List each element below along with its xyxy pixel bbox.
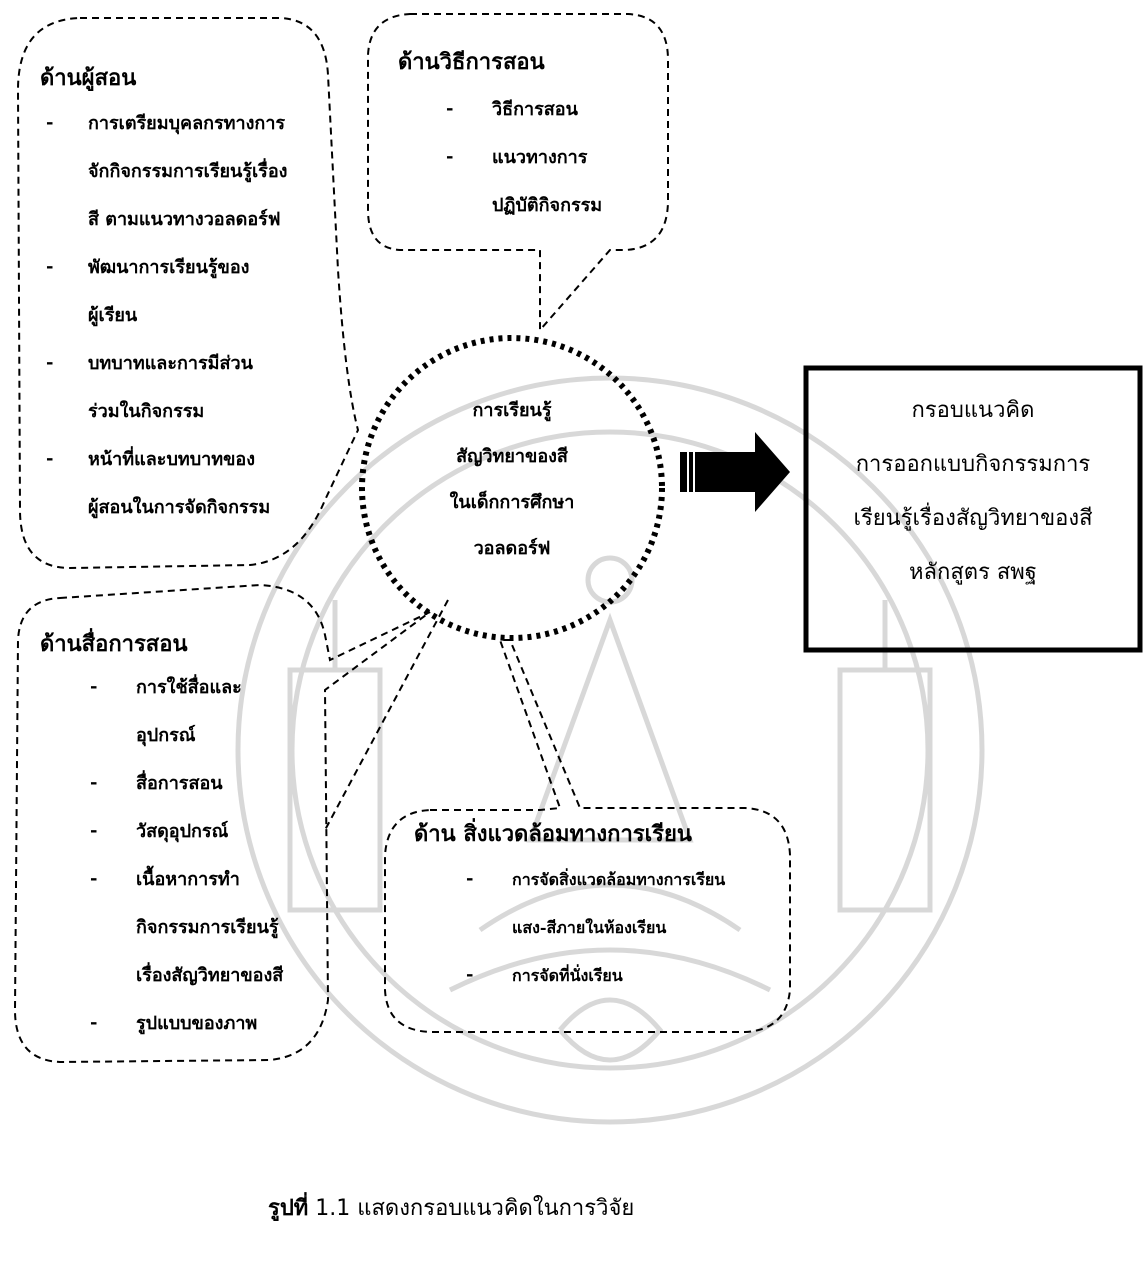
method-item-line: แนวทางการ [492, 147, 588, 168]
media-heading: ด้านสื่อการสอน [40, 631, 188, 657]
center-line: วอลดอร์ฟ [473, 538, 551, 559]
framework-line: หลักสูตร สพฐ [909, 560, 1037, 585]
framework-line: การออกแบบกิจกรรมการ [855, 452, 1091, 477]
bullet: - [46, 448, 54, 469]
teacher-list: - การเตรียมบุคลกรทางการ จักกิจกรรมการเรี… [40, 100, 287, 532]
bullet: - [466, 868, 474, 889]
center-line: ในเด็กการศึกษา [449, 492, 575, 513]
media-connector [324, 599, 449, 831]
media-item: - วัสดุอุปกรณ์ [84, 808, 283, 856]
teacher-item-line: สี ตามแนวทางวอลดอร์ฟ [88, 209, 281, 230]
bullet: - [466, 964, 474, 985]
teacher-item-line: การเตรียมบุคลกรทางการ [88, 113, 286, 134]
teacher-item-line: พัฒนาการเรียนรู้ของ [88, 257, 250, 278]
method-item: - แนวทางการ ปฏิบัติกิจกรรม [440, 134, 602, 230]
caption-label: รูปที่ [268, 1196, 309, 1221]
caption-text: แสดงกรอบแนวคิดในการวิจัย [357, 1196, 635, 1221]
method-bubble-outline [367, 13, 669, 333]
media-item: - เนื้อหาการทำ กิจกรรมการเรียนรู้ เรื่อง… [84, 856, 283, 1000]
arrow-right-icon [680, 432, 790, 512]
bullet: - [90, 820, 98, 841]
environment-item: - การจัดที่นั่งเรียน [456, 952, 725, 1000]
media-item: - สื่อการสอน [84, 760, 283, 808]
framework-box-outline [803, 365, 1143, 653]
method-item: - วิธีการสอน [440, 86, 602, 134]
media-item-line: สื่อการสอน [136, 773, 223, 794]
environment-item-line: แสง-สีภายในห้องเรียน [512, 918, 667, 937]
method-item-line: ปฏิบัติกิจกรรม [492, 195, 603, 216]
bullet: - [46, 112, 54, 133]
media-bubble-outline [13, 583, 431, 1064]
framework-box: กรอบแนวคิด การออกแบบกิจกรรมการ เรียนรู้เ… [808, 384, 1138, 600]
teacher-item-line: ร่วมในกิจกรรม [88, 401, 205, 422]
center-concept: การเรียนรู้ สัญวิทยาของสี ในเด็กการศึกษา… [392, 388, 632, 572]
environment-heading: ด้าน สิ่งแวดล้อมทางการเรียน [414, 821, 692, 847]
media-item: - รูปแบบของภาพ [84, 1000, 283, 1048]
environment-item-line: การจัดที่นั่งเรียน [512, 966, 623, 985]
media-list: - การใช้สื่อและ อุปกรณ์ - สื่อการสอน - ว… [84, 664, 283, 1048]
media-item-line: รูปแบบของภาพ [136, 1013, 258, 1034]
center-circle-outline [359, 335, 665, 641]
teacher-item: - พัฒนาการเรียนรู้ของ ผู้เรียน [40, 244, 287, 340]
teacher-item-line: ผู้เรียน [88, 305, 138, 326]
environment-list: - การจัดสิ่งแวดล้อมทางการเรียน แสง-สีภาย… [456, 856, 725, 1000]
center-line: สัญวิทยาของสี [456, 446, 568, 467]
method-list: - วิธีการสอน - แนวทางการ ปฏิบัติกิจกรรม [440, 86, 602, 230]
teacher-item-line: ผู้สอนในการจัดกิจกรรม [88, 497, 271, 518]
teacher-heading: ด้านผู้สอน [40, 65, 137, 91]
media-item-line: วัสดุอุปกรณ์ [136, 821, 229, 842]
framework-line: กรอบแนวคิด [911, 398, 1035, 423]
bullet: - [46, 256, 54, 277]
figure-caption: รูปที่ 1.1 แสดงกรอบแนวคิดในการวิจัย [268, 1190, 634, 1225]
environment-bubble-outline [384, 639, 791, 1033]
caption-number: 1.1 [315, 1196, 351, 1221]
bullet: - [446, 146, 454, 167]
environment-item: - การจัดสิ่งแวดล้อมทางการเรียน แสง-สีภาย… [456, 856, 725, 952]
media-item-line: การใช้สื่อและ [136, 677, 242, 698]
teacher-item-line: หน้าที่และบทบาทของ [88, 449, 256, 470]
bullet: - [90, 1012, 98, 1033]
media-item-line: เนื้อหาการทำ [136, 869, 240, 890]
environment-item-line: การจัดสิ่งแวดล้อมทางการเรียน [512, 870, 726, 889]
center-line: การเรียนรู้ [472, 400, 552, 421]
media-item-line: เรื่องสัญวิทยาของสี [136, 965, 284, 986]
teacher-item-line: บทบาทและการมีส่วน [88, 353, 253, 374]
framework-line: เรียนรู้เรื่องสัญวิทยาของสี [853, 506, 1093, 531]
bullet: - [90, 868, 98, 889]
teacher-item-line: จักกิจกรรมการเรียนรู้เรื่อง [88, 161, 288, 182]
teacher-item: - การเตรียมบุคลกรทางการ จักกิจกรรมการเรี… [40, 100, 287, 244]
media-item-line: กิจกรรมการเรียนรู้ [136, 917, 279, 938]
bullet: - [90, 772, 98, 793]
method-item-line: วิธีการสอน [492, 99, 578, 120]
teacher-item: - บทบาทและการมีส่วน ร่วมในกิจกรรม [40, 340, 287, 436]
media-item-line: อุปกรณ์ [136, 725, 196, 746]
media-item: - การใช้สื่อและ อุปกรณ์ [84, 664, 283, 760]
bullet: - [90, 676, 98, 697]
method-heading: ด้านวิธีการสอน [398, 49, 545, 75]
bullet: - [46, 352, 54, 373]
teacher-bubble-outline [16, 17, 360, 570]
university-seal-watermark [235, 375, 985, 1125]
bullet: - [446, 98, 454, 119]
teacher-item: - หน้าที่และบทบาทของ ผู้สอนในการจัดกิจกร… [40, 436, 287, 532]
